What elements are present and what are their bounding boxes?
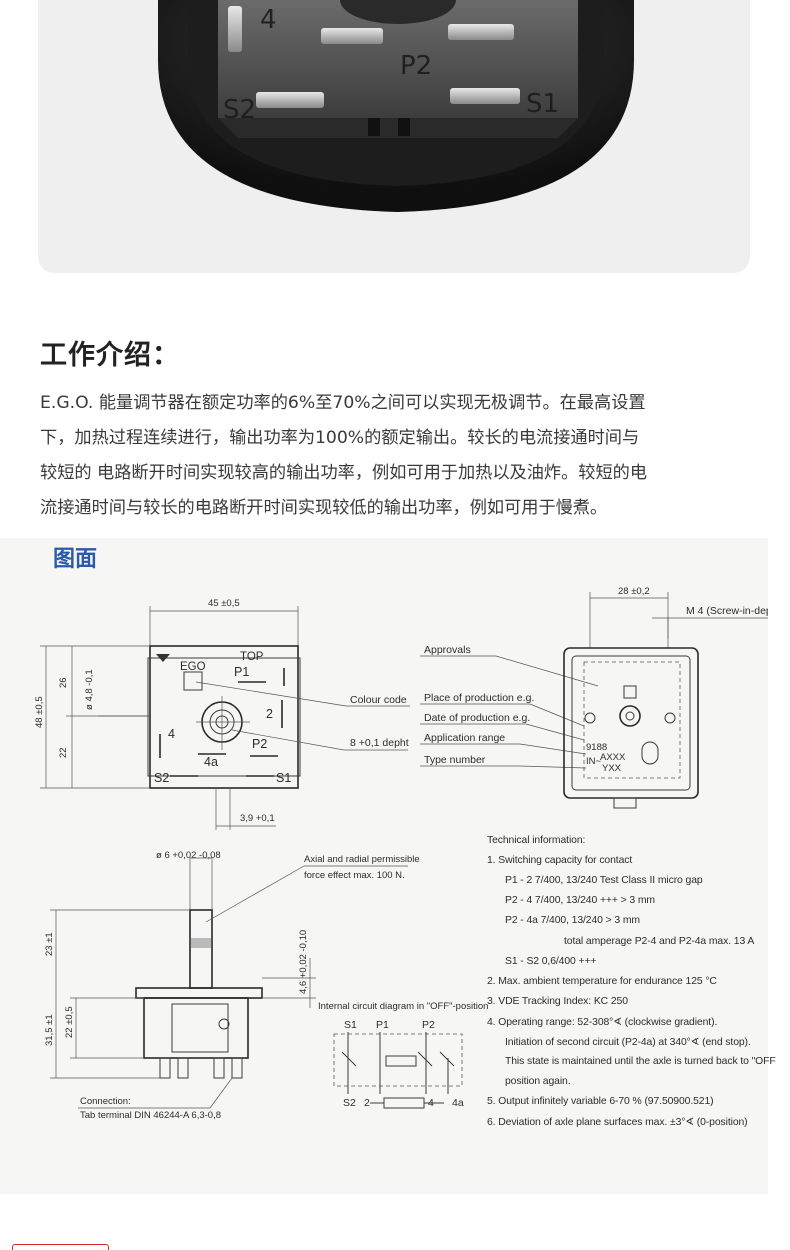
front-label-4a: 4a <box>204 755 218 769</box>
offset-dim: 3,9 +0,1 <box>240 813 275 824</box>
tech-info-line: P1 - 2 7/400, 13/240 Test Class II micro… <box>505 875 703 886</box>
height-dim: 48 ±0,5 <box>34 696 45 728</box>
tech-info-line: 2. Max. ambient temperature for enduranc… <box>487 976 717 987</box>
tech-info-line: total amperage P2-4 and P2-4a max. 13 A <box>564 936 755 947</box>
rear-width-dim: 28 ±0,2 <box>618 586 650 597</box>
energy-regulator-photo: P2 S2 S1 4 <box>158 0 634 212</box>
front-label-p1: P1 <box>234 665 249 679</box>
next-section-box <box>12 1244 109 1250</box>
circuit-p2: P2 <box>422 1019 435 1031</box>
front-label-ego: EGO <box>180 661 206 673</box>
width-dim: 45 ±0,5 <box>208 598 240 609</box>
circuit-s1: S1 <box>344 1019 357 1031</box>
tech-info-line: S1 - S2 0,6/400 +++ <box>505 956 597 967</box>
force-note-1: Axial and radial permissible <box>304 854 420 865</box>
intro-line: 流接通时间与较长的电路断开时间实现较低的输出功率，例如可用于慢煮。 <box>40 498 608 518</box>
circuit-4: 4 <box>428 1097 434 1109</box>
circuit-diagram: Internal circuit diagram in "OFF"-positi… <box>318 1001 488 1109</box>
side-view: ø 6 +0,02 -0,08 Axial and radial permiss… <box>44 850 420 1121</box>
front-label-s1: S1 <box>276 771 291 785</box>
intro-paragraph: E.G.O. 能量调节器在额定功率的6%至70%之间可以实现无极调节。在最高设置… <box>40 386 754 526</box>
circuit-s2: S2 <box>343 1097 356 1109</box>
tech-info-line: position again. <box>505 1076 571 1087</box>
tech-info-line: 4. Operating range: 52-308°∢ (clockwise … <box>487 1017 718 1028</box>
front-label-4: 4 <box>168 727 175 741</box>
drawing-canvas: 图面 45 ±0,5 48 ±0,5 26 22 ø 4,8 -0,1 <box>34 547 768 1121</box>
photo-label-s2: S2 <box>223 95 256 125</box>
side-shaft-dim: ø 6 +0,02 -0,08 <box>156 850 221 861</box>
force-note-2: force effect max. 100 N. <box>304 870 405 881</box>
photo-label-4: 4 <box>260 5 277 35</box>
tech-info-line: Initiation of second circuit (P2-4a) at … <box>505 1037 751 1048</box>
side-dim-46: 4,6 +0,02 -0,10 <box>298 930 309 994</box>
tech-info-line: This state is maintained until the axle … <box>505 1056 776 1067</box>
circuit-caption: Internal circuit diagram in "OFF"-positi… <box>318 1001 488 1012</box>
callout-colour-code: Colour code <box>350 694 407 706</box>
tech-info-line: 3. VDE Tracking Index: KC 250 <box>487 996 628 1007</box>
callout-type: Type number <box>424 754 486 766</box>
upper-dim: 26 <box>58 677 69 688</box>
callout-depth: 8 +0,1 depht <box>350 737 409 749</box>
front-label-p2: P2 <box>252 737 267 751</box>
photo-label-s1: S1 <box>526 89 559 119</box>
tech-info-line: 5. Output infinitely variable 6-70 % (97… <box>487 1096 714 1107</box>
rear-mark-yxx: YXX <box>602 763 622 774</box>
intro-line: 较短的 电路断开时间实现较高的输出功率，例如可用于加热以及油炸。较短的电 <box>40 463 648 483</box>
tech-info-line: 1. Switching capacity for contact <box>487 855 633 866</box>
rear-view: 28 ±0,2 M 4 (Screw-in-dep 9188 IN~ AXXX … <box>563 586 768 809</box>
intro-line: 下，加热过程连续进行，输出功率为100%的额定输出。较长的电流接通时间与 <box>40 428 640 448</box>
tech-info-line: 6. Deviation of axle plane surfaces max.… <box>487 1117 748 1128</box>
drawing-title: 图面 <box>53 547 97 572</box>
rear-mark-axxx: AXXX <box>600 752 626 763</box>
shaft-dia-dim: ø 4,8 -0,1 <box>84 669 95 710</box>
callout-date: Date of production e.g. <box>424 712 530 724</box>
section-title: 工作介绍： <box>40 340 180 371</box>
tech-info-line: P2 - 4a 7/400, 13/240 > 3 mm <box>505 915 640 926</box>
front-label-s2: S2 <box>154 771 169 785</box>
callout-place: Place of production e.g. <box>424 692 534 704</box>
side-dim-31: 31,5 ±1 <box>44 1014 55 1046</box>
tech-info-line: P2 - 4 7/400, 13/240 +++ > 3 mm <box>505 895 655 906</box>
screw-note: M 4 (Screw-in-dep <box>686 605 768 617</box>
front-label-top: TOP <box>240 651 264 663</box>
side-dim-22: 22 ±0,5 <box>64 1006 75 1038</box>
front-label-2: 2 <box>266 707 273 721</box>
callout-approvals: Approvals <box>424 644 471 656</box>
circuit-4a: 4a <box>452 1097 464 1109</box>
front-view: 45 ±0,5 48 ±0,5 26 22 ø 4,8 -0,1 <box>34 598 410 830</box>
rear-mark-9188: 9188 <box>586 742 607 753</box>
circuit-p1: P1 <box>376 1019 389 1031</box>
intro-line: E.G.O. 能量调节器在额定功率的6%至70%之间可以实现无极调节。在最高设置 <box>40 393 646 413</box>
right-callouts: Approvals Place of production e.g. Date … <box>420 644 599 769</box>
connection-label: Connection: <box>80 1096 131 1107</box>
product-photo: P2 S2 S1 4 <box>38 0 750 273</box>
photo-label-p2: P2 <box>400 51 432 81</box>
rear-mark-in: IN~ <box>586 756 602 767</box>
technical-drawing: 图面 45 ±0,5 48 ±0,5 26 22 ø 4,8 -0,1 <box>0 538 776 1194</box>
tech-info-title: Technical information: <box>487 835 586 846</box>
callout-application: Application range <box>424 732 505 744</box>
lower-dim: 22 <box>58 747 69 758</box>
side-dim-23: 23 ±1 <box>44 932 55 956</box>
connection-spec: Tab terminal DIN 46244-A 6,3-0,8 <box>80 1110 221 1121</box>
circuit-2: 2 <box>364 1097 370 1109</box>
